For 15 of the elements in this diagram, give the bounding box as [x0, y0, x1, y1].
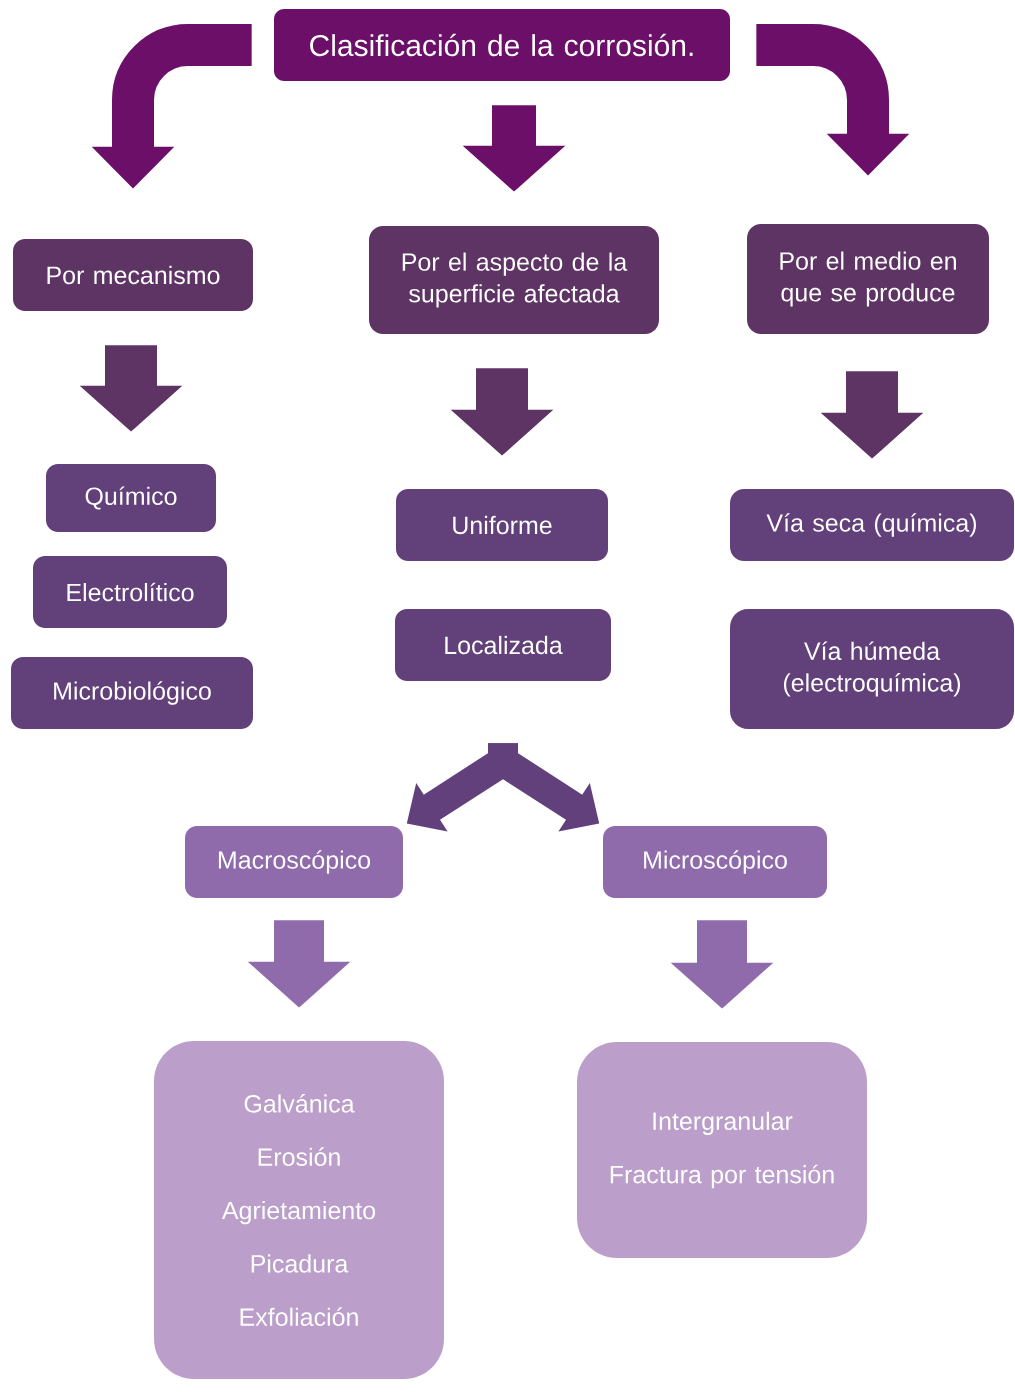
subtype-box: Macroscópico: [185, 826, 403, 898]
type-box: Microbiológico: [11, 657, 253, 729]
title-box: Clasificación de la corrosión.: [274, 9, 730, 81]
type-box: Uniforme: [396, 489, 608, 561]
category-box: Por mecanismo: [13, 239, 253, 311]
type-box: Químico: [46, 464, 216, 532]
list-box: Galvánica Erosión Agrietamiento Picadura Exfoliación: [154, 1041, 444, 1379]
type-box: Vía húmeda (electroquímica): [730, 609, 1014, 729]
category-box: Por el medio en que se produce: [747, 224, 989, 334]
category-box: Por el aspecto de la superficie afectada: [369, 226, 659, 334]
subtype-box: Microscópico: [603, 826, 827, 898]
list-box: Intergranular Fractura por tensión: [577, 1042, 867, 1258]
type-box: Localizada: [395, 609, 611, 681]
type-box: Vía seca (química): [730, 489, 1014, 561]
type-box: Electrolítico: [33, 556, 227, 628]
